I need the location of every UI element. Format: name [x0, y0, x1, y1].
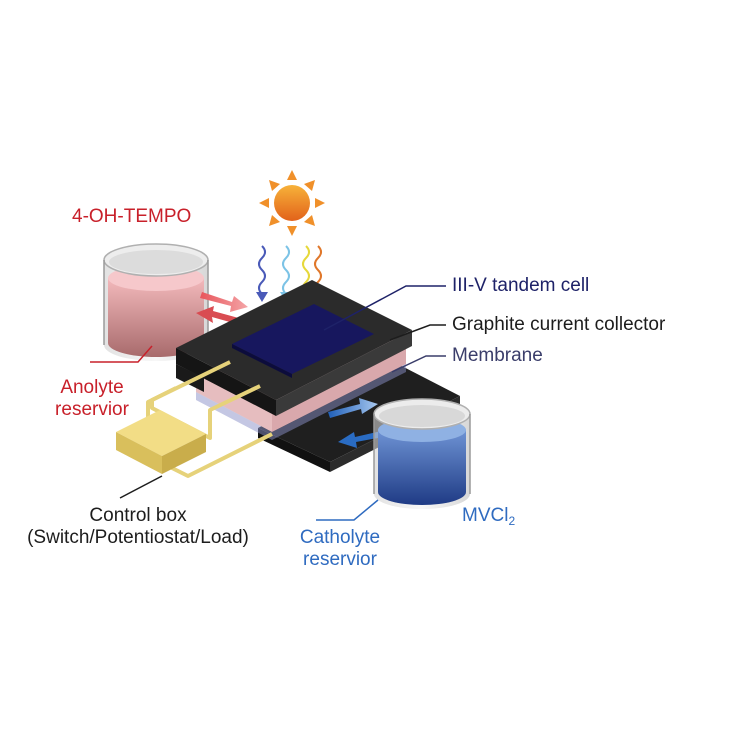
catholyte-species-main: MVCl — [462, 505, 509, 526]
leader-lines — [90, 285, 446, 521]
graphite-label: Graphite current collector — [452, 314, 666, 335]
control-box — [116, 410, 206, 474]
membrane-label: Membrane — [452, 345, 543, 366]
catholyte-reservoir-label: Catholyte reservior — [276, 527, 404, 571]
catholyte-reservoir — [373, 398, 471, 509]
catholyte-reservoir-label-line1: Catholyte — [299, 527, 381, 548]
anolyte-species-label: 4-OH-TEMPO — [72, 206, 192, 227]
control-box-label: Control box (Switch/Potentiostat/Load) — [2, 505, 274, 549]
tandem-cell-label: III-V tandem cell — [452, 275, 590, 296]
control-box-label-line2: (Switch/Potentiostat/Load) — [27, 527, 249, 548]
catholyte-species-subscript: 2 — [508, 514, 516, 528]
catholyte-species-label: MVCl2 — [462, 505, 515, 532]
anolyte-reservoir-label-line1: Anolyte — [60, 377, 124, 398]
sun-icon — [259, 170, 325, 236]
anolyte-reservoir-label-line2: reservior — [55, 399, 129, 420]
control-box-label-line1: Control box — [89, 505, 187, 526]
anolyte-reservoir-label: Anolyte reservior — [28, 377, 156, 421]
catholyte-reservoir-label-line2: reservior — [303, 549, 377, 570]
anolyte-reservoir — [103, 243, 209, 361]
